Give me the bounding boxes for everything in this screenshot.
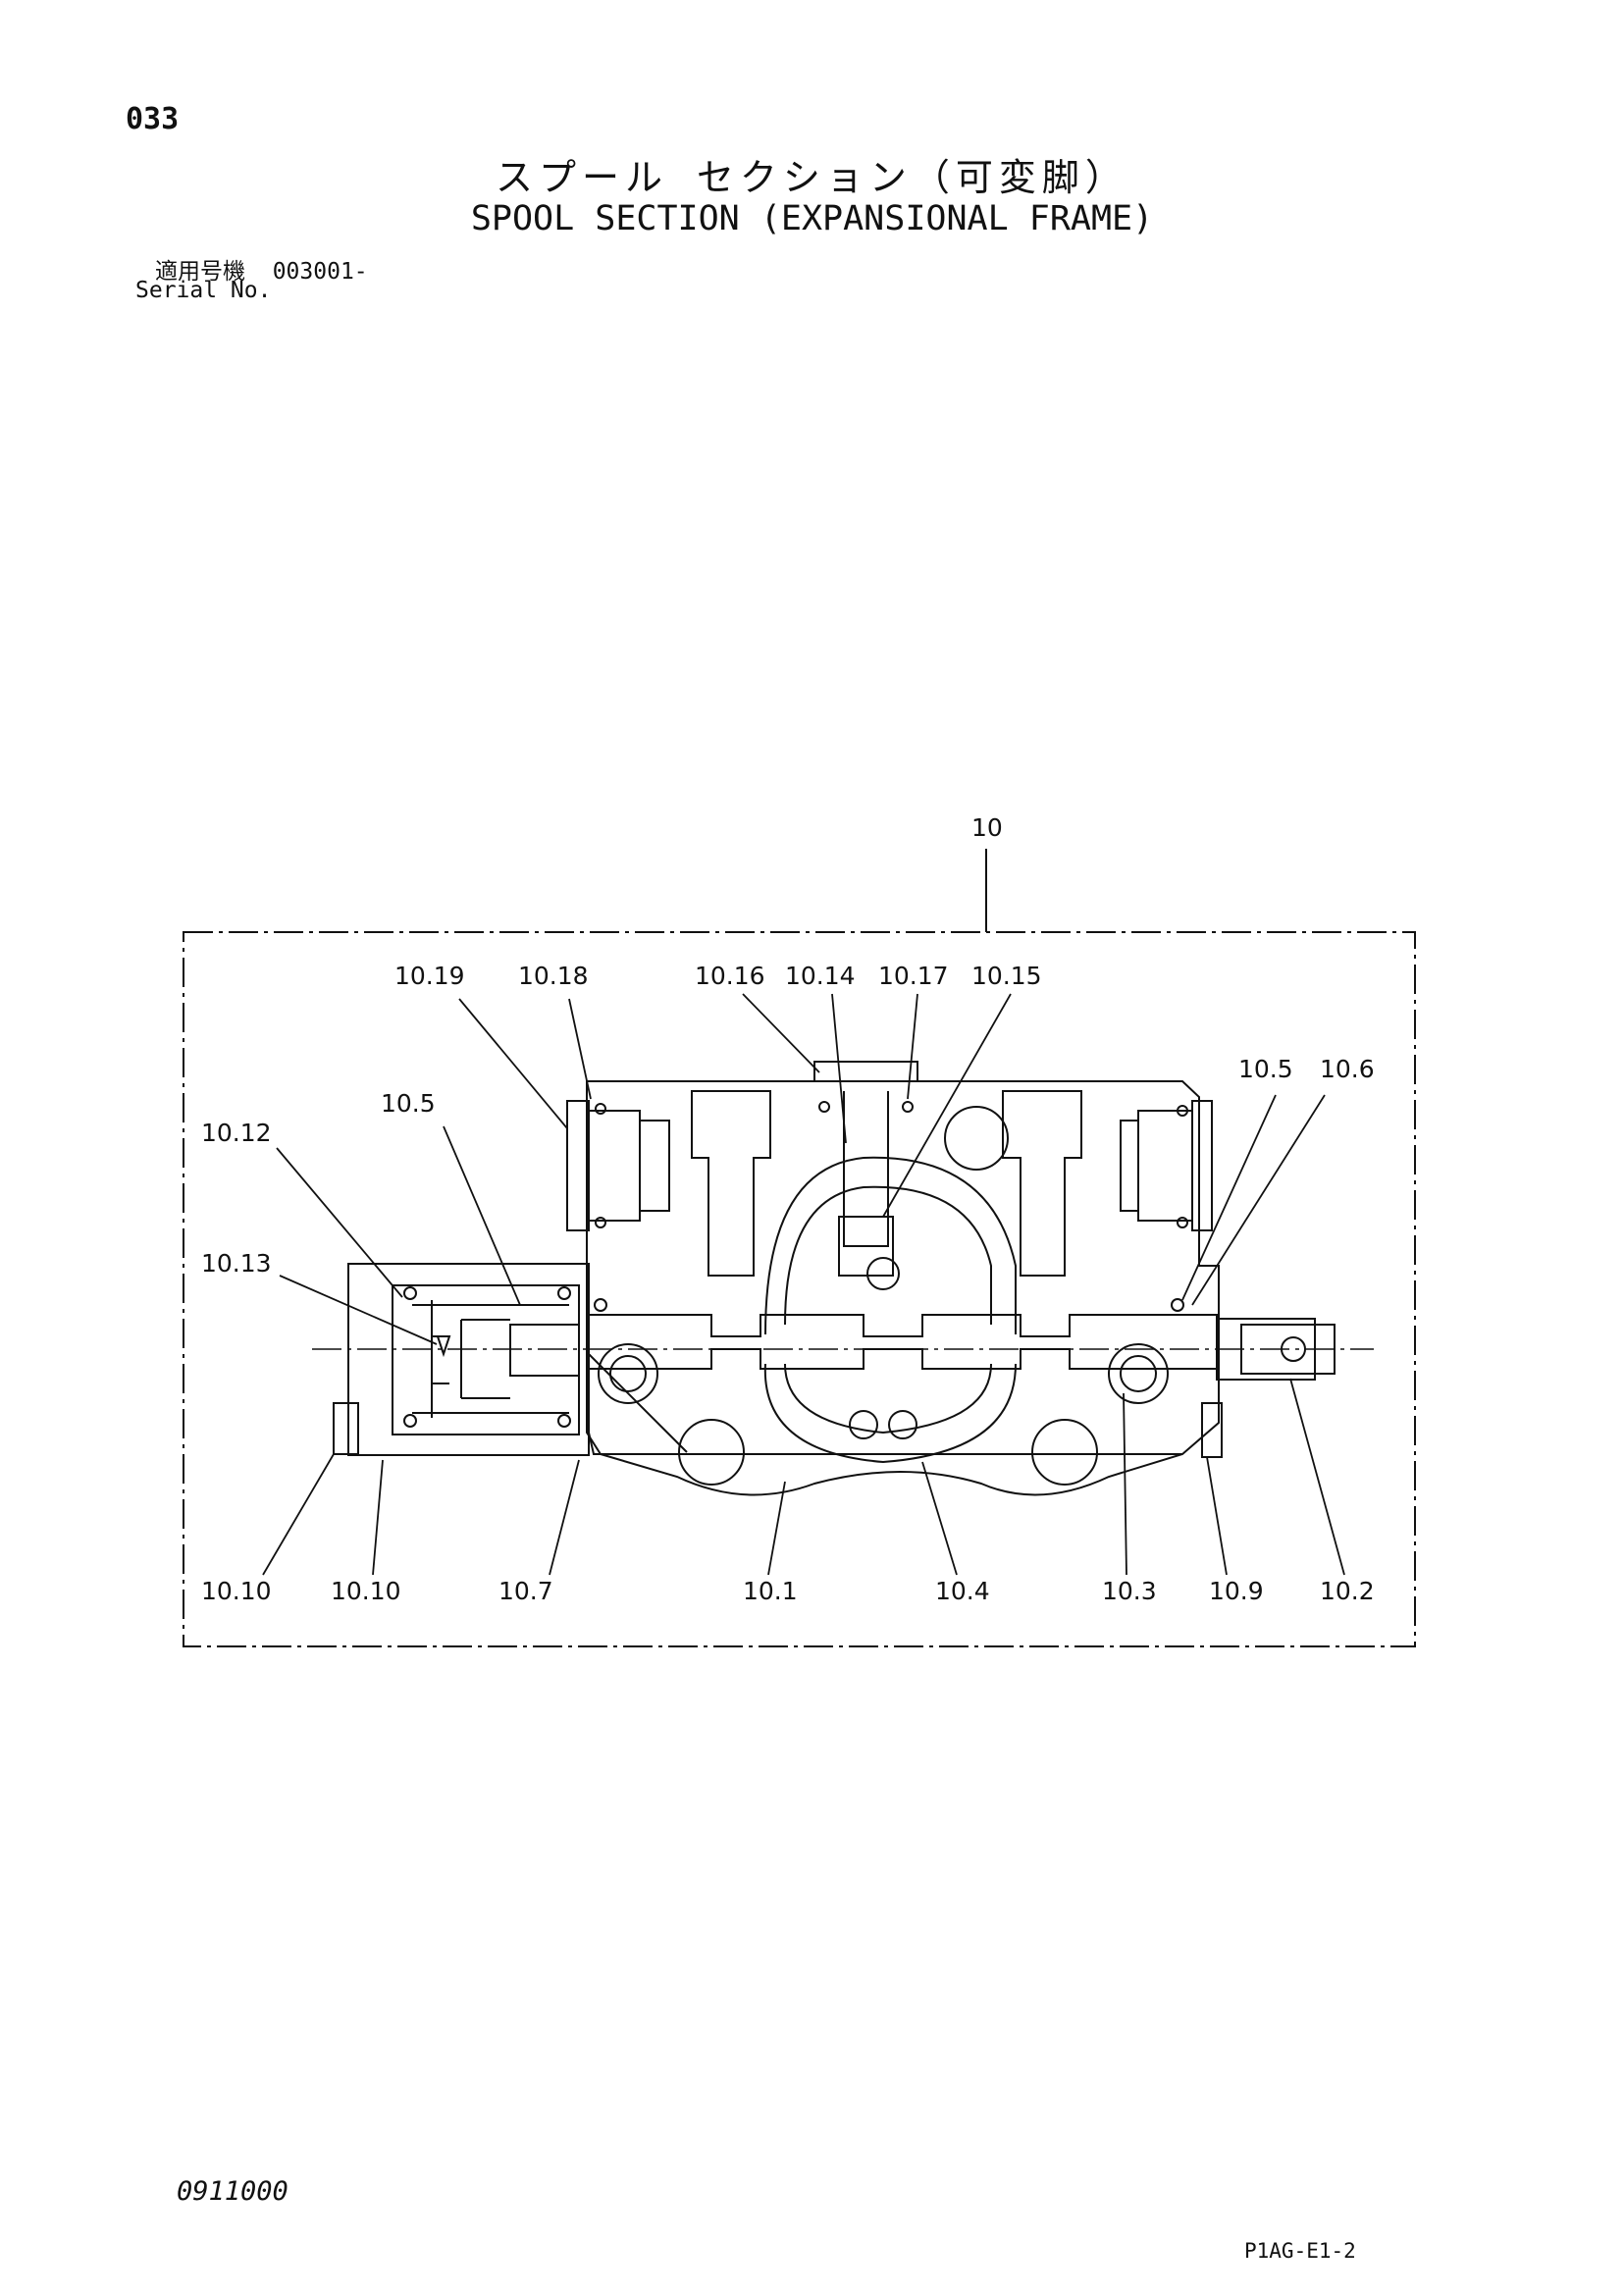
part-label-10-16: 10.16 (695, 962, 765, 990)
part-label-10-15: 10.15 (971, 962, 1042, 990)
spool (588, 1314, 1218, 1370)
serial-value: 003001- (272, 259, 368, 285)
title-english: SPOOL SECTION (EXPANSIONAL FRAME) (470, 199, 1154, 238)
part-label-10-7: 10.7 (498, 1577, 553, 1605)
part-label-10-19: 10.19 (394, 962, 465, 990)
part-label-10-10-b: 10.10 (331, 1577, 401, 1605)
serial-label-japanese: 適用号機 003001- (155, 252, 368, 286)
part-label-10-3: 10.3 (1102, 1577, 1157, 1605)
serial-label-english: Serial No. (135, 278, 272, 303)
part-label-10-17: 10.17 (878, 962, 949, 990)
part-label-10-2: 10.2 (1320, 1577, 1375, 1605)
part-label-10-6: 10.6 (1320, 1055, 1375, 1083)
serial-label-jp-text: 適用号機 (155, 259, 245, 285)
part-label-10-10-a: 10.10 (201, 1577, 272, 1605)
spring-cap (347, 1263, 590, 1456)
assembly-frame (183, 931, 1416, 1647)
title-japanese: スプール セクション（可変脚） (496, 156, 1128, 199)
part-label-10-9: 10.9 (1209, 1577, 1264, 1605)
part-label-10-5-right: 10.5 (1238, 1055, 1293, 1083)
valve-body-outline (586, 1080, 1220, 1496)
assembly-label: 10 (971, 813, 1003, 842)
part-label-10-5-left: 10.5 (381, 1089, 436, 1118)
part-label-10-1: 10.1 (743, 1577, 798, 1605)
page-number: 033 (126, 102, 180, 136)
footer-code: 0911000 (177, 2176, 288, 2207)
part-label-10-14: 10.14 (785, 962, 856, 990)
part-label-10-13: 10.13 (201, 1249, 272, 1278)
footer-reference: P1AG-E1-2 (1244, 2239, 1356, 2263)
part-label-10-4: 10.4 (935, 1577, 990, 1605)
part-label-10-12: 10.12 (201, 1119, 272, 1147)
part-label-10-18: 10.18 (518, 962, 589, 990)
